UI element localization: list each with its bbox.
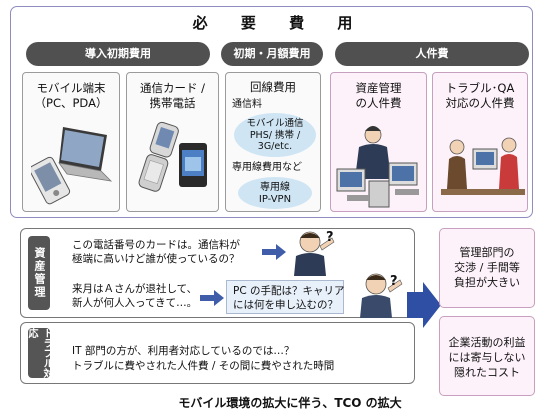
trouble-response-label: トラブル対応 [26,328,52,378]
support-desk-icon [441,137,525,195]
asset-question-line2: 極端に高いけど誰が使っているの？ [72,253,240,265]
asset-management-panel [20,228,415,318]
large-arrow-right-icon [407,282,441,328]
asset-management-label: 資産管理 [28,236,50,310]
communication-fee-label: 通信料 [232,99,262,110]
pc-question-line2: には何を申し込むの？ [233,299,338,311]
worried-manager-icon [360,273,403,318]
column-asset-personnel: 資産管理 の人件費 [330,72,427,212]
dedicated-line-bubble: 専用線 IP-VPN [238,177,312,209]
trouble-response-panel [20,322,415,384]
dedicated-line-label: 専用線費用など [232,162,302,173]
column-line-cost: 回線費用 通信料 モバイル通信 PHS/ 携帯 / 3G/etc. 専用線費用な… [225,72,321,212]
asset-staff-change-line2: 新人が何人入ってきて…。 [72,297,198,309]
asset-staff-change-line1: 来月はＡさんが退社して、 [72,283,198,295]
column-mobile-device-title: モバイル端末 （PC、PDA） [34,81,108,110]
page-title: 必 要 費 用 [192,14,367,32]
communication-fee-bubble: モバイル通信 PHS/ 携帯 / 3G/etc. [234,113,316,157]
asset-question-line1: この電話番号のカードは。通信料が [72,239,240,251]
arrow-right-icon [200,290,224,306]
category-initial-cost: 導入初期費用 [26,42,210,66]
worker-at-computers-icon [336,126,419,208]
arrow-right-icon [262,244,286,260]
worried-manager-icon [294,231,335,276]
figure-caption: モバイル環境の拡大に伴う、TCO の拡大 [178,396,402,410]
column-asset-personnel-title: 資産管理 の人件費 [355,81,402,110]
column-card-phone-title: 通信カード / 携帯電話 [139,81,206,110]
category-initial-monthly-cost: 初期・月額費用 [221,42,323,66]
column-trouble-personnel-title: トラブル･QA 対応の人件費 [445,81,515,110]
column-trouble-personnel: トラブル･QA 対応の人件費 [432,72,528,212]
trouble-line2: トラブルに費やされた人件費 / その間に費やされた時間 [72,360,335,372]
pc-question-line1: PC の手配は？キャリア [233,285,345,297]
column-mobile-device: モバイル端末 （PC、PDA） [22,72,120,212]
trouble-line1: IT 部門の方が、利用者対応しているのでは…？ [72,345,295,357]
line-cost-title: 回線費用 [250,80,296,94]
phone-card-icon [138,121,207,192]
category-personnel-cost: 人件費 [335,42,529,66]
question-mark: ? [390,274,398,289]
pc-arrangement-question-box: PC の手配は？キャリア には何を申し込むの？ [226,280,345,314]
result-hidden-cost: 企業活動の利益 には寄与しない 隠れたコスト [439,316,535,396]
question-mark: ? [326,230,334,245]
laptop-pda-icon [31,127,113,205]
result-admin-burden: 管理部門の 交渉 / 手間等 負担が大きい [439,228,535,308]
column-card-phone: 通信カード / 携帯電話 [126,72,219,212]
